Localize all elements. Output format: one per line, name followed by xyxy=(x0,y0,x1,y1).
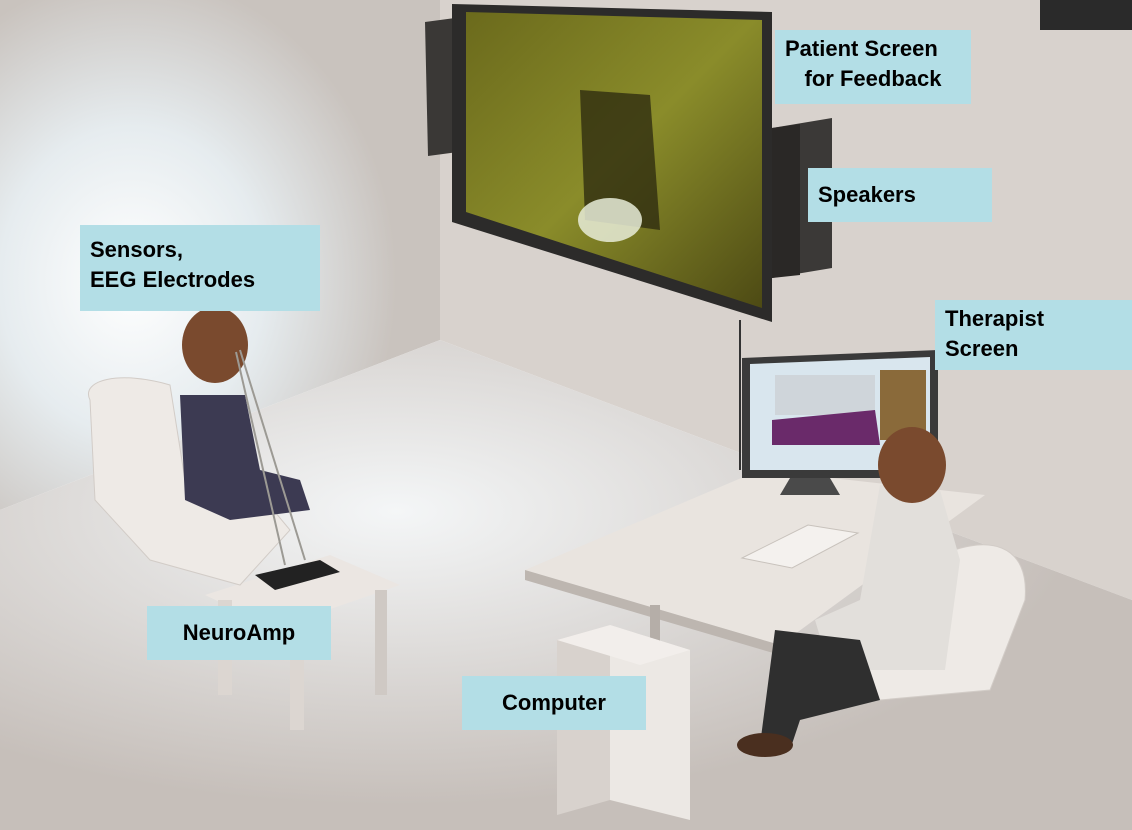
desk-graphic xyxy=(525,470,985,680)
patient-graphic xyxy=(87,307,310,586)
speakers-graphic xyxy=(425,18,832,278)
therapist-screen-label: Therapist Screen xyxy=(935,300,1132,370)
patient-head xyxy=(182,307,248,383)
neuroamp-device xyxy=(255,560,340,590)
computer-label: Computer xyxy=(462,676,646,730)
spectrum-panel xyxy=(772,410,880,445)
therapist-monitor-graphic xyxy=(742,350,938,495)
tower-front xyxy=(610,625,690,820)
computer-label-text: Computer xyxy=(502,690,606,715)
therapist-head xyxy=(878,427,946,503)
patient-body xyxy=(180,395,310,520)
patient-screen-graphic xyxy=(452,4,772,470)
electrode-cable-2 xyxy=(235,351,286,566)
patient-screen-label-line1: Patient Screen xyxy=(785,36,938,61)
neuroamp-label-text: NeuroAmp xyxy=(182,620,296,645)
therapist-screen-label-line1: Therapist xyxy=(945,306,1045,331)
game-corridor xyxy=(580,90,660,230)
table-leg-3 xyxy=(375,590,387,695)
therapist-screen-label-line2: Screen xyxy=(945,336,1019,361)
monitor-stand xyxy=(780,478,840,495)
game-character xyxy=(578,198,642,242)
eeg-panel xyxy=(775,375,875,415)
therapist-legs xyxy=(760,630,880,750)
therapist-body xyxy=(815,485,960,670)
sensors-label-line2: EEG Electrodes xyxy=(90,267,256,292)
sensors-label-line1: Sensors, xyxy=(90,237,183,262)
speakers-label: Speakers xyxy=(808,168,992,222)
electrode-cable-1 xyxy=(239,349,306,561)
patient-screen-label-line2: for Feedback xyxy=(804,66,942,91)
speaker-right-front xyxy=(772,124,800,278)
therapist-shoe xyxy=(737,733,793,757)
speakers-label-text: Speakers xyxy=(818,182,916,207)
frame-top-right xyxy=(1040,0,1132,30)
patient-screen-label: Patient Screen for Feedback xyxy=(775,30,971,104)
tower-top xyxy=(557,625,690,665)
sensors-label: Sensors, EEG Electrodes xyxy=(80,225,320,311)
keyboard xyxy=(740,524,860,569)
speaker-left xyxy=(425,18,458,156)
neuroamp-label: NeuroAmp xyxy=(147,606,331,660)
therapist-graphic xyxy=(737,427,1026,757)
